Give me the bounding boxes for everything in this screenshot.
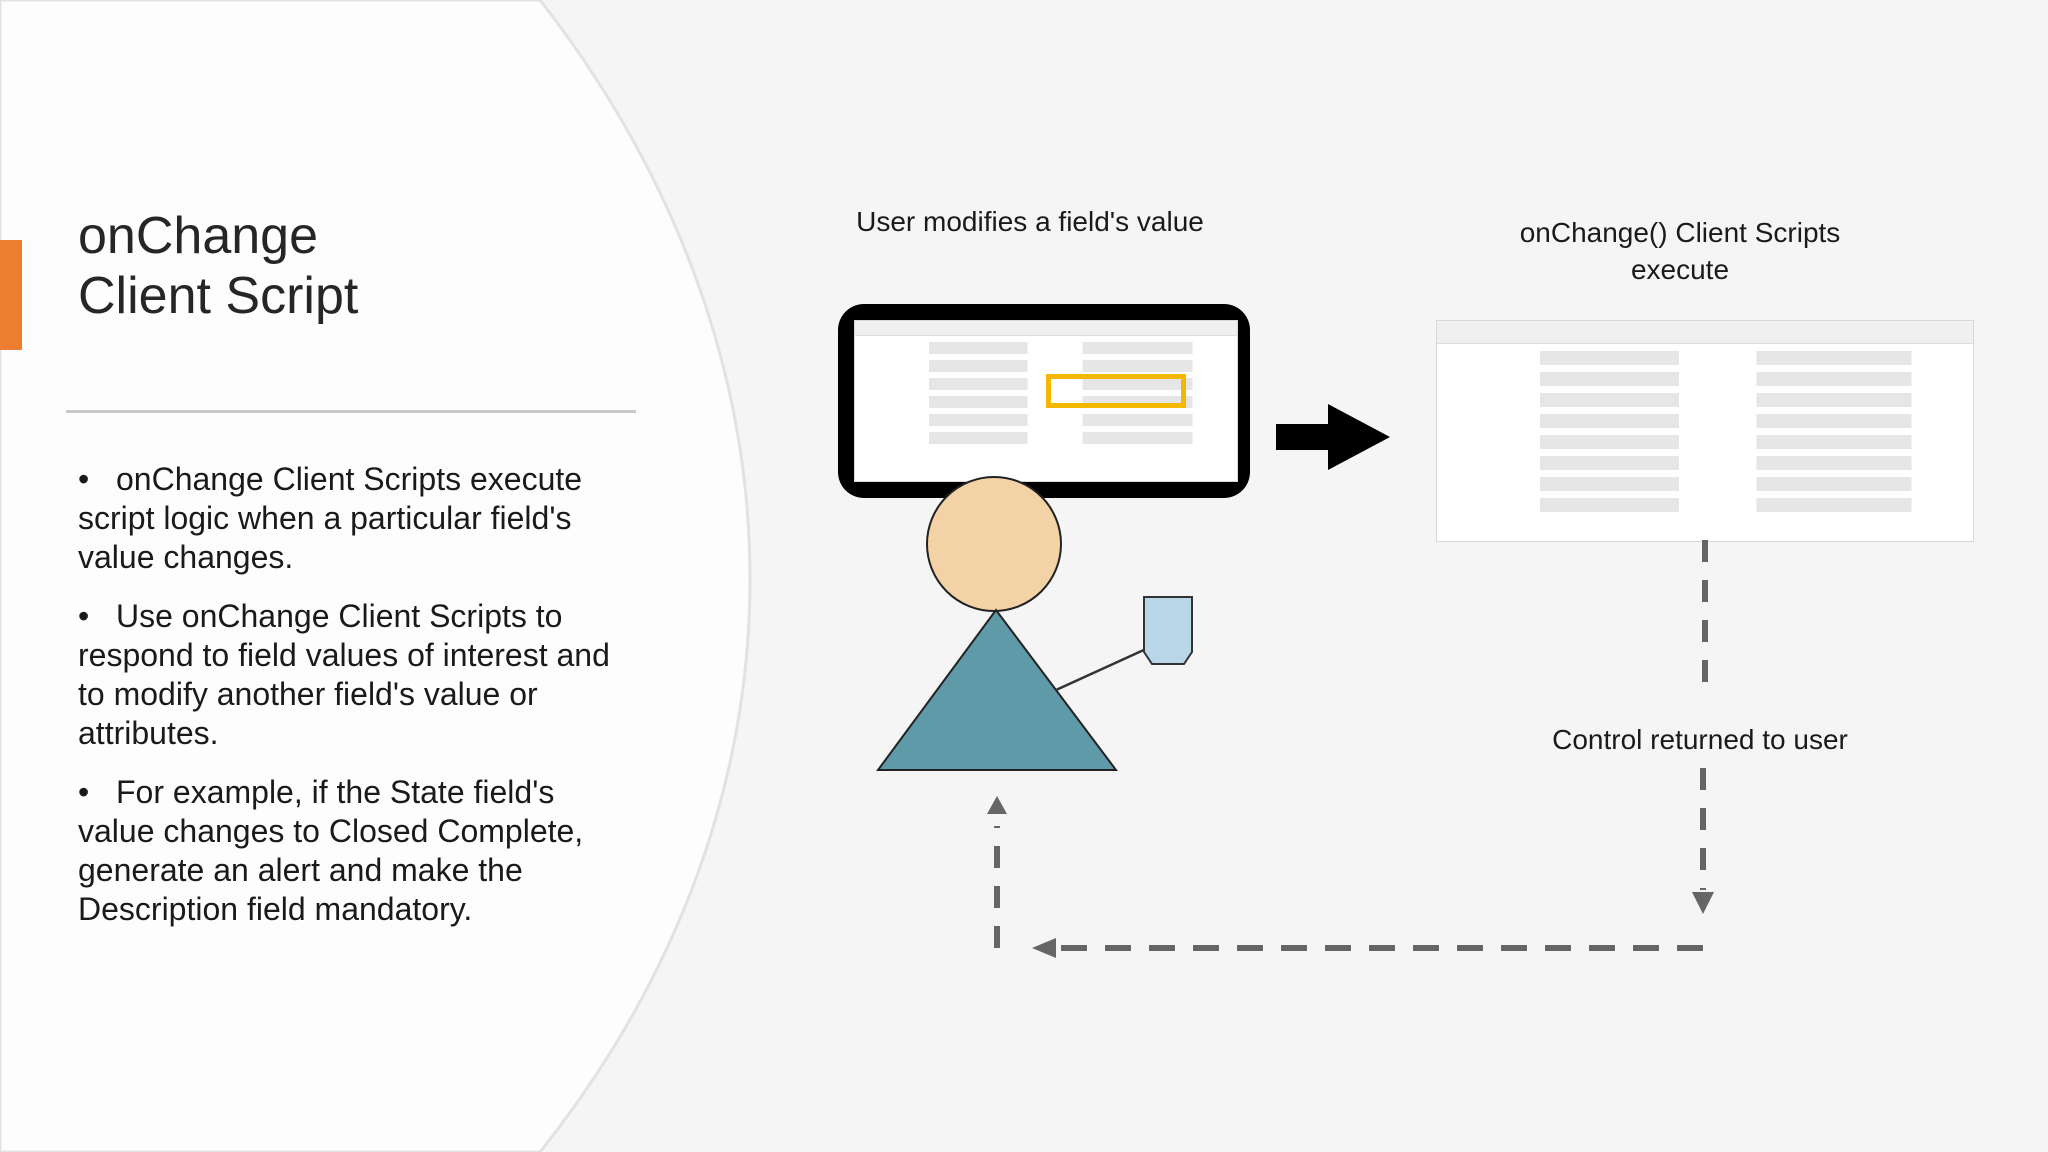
arrow-left-icon bbox=[1032, 938, 1056, 958]
slide-title: onChange Client Script bbox=[78, 206, 358, 326]
bullet-dot-icon: • bbox=[78, 598, 90, 634]
cup-icon bbox=[1143, 596, 1193, 665]
title-divider bbox=[66, 410, 636, 413]
title-line-1: onChange bbox=[78, 207, 318, 265]
title-line-2: Client Script bbox=[78, 267, 359, 325]
label-scripts-execute: onChange() Client Scripts execute bbox=[1460, 214, 1900, 288]
bullet-item: •onChange Client Scripts execute script … bbox=[78, 460, 638, 577]
person-arm bbox=[1055, 646, 1149, 692]
bullet-text: Use onChange Client Scripts to respond t… bbox=[78, 598, 610, 751]
arrow-down-icon bbox=[1692, 892, 1714, 914]
person-body bbox=[876, 608, 1118, 771]
label-control-returned: Control returned to user bbox=[1552, 724, 1848, 755]
bullet-item: •Use onChange Client Scripts to respond … bbox=[78, 597, 638, 753]
bullet-item: •For example, if the State field's value… bbox=[78, 773, 638, 929]
bullet-dot-icon: • bbox=[78, 774, 90, 810]
highlighted-field bbox=[1046, 374, 1186, 408]
form-screenshot bbox=[1436, 320, 1974, 542]
arrow-up-icon bbox=[987, 796, 1007, 814]
bullet-text: onChange Client Scripts execute script l… bbox=[78, 461, 583, 575]
label-scripts-line-1: onChange() Client Scripts bbox=[1519, 217, 1841, 248]
label-scripts-line-2: execute bbox=[1630, 254, 1730, 285]
label-user-modifies: User modifies a field's value bbox=[856, 206, 1204, 237]
person-head bbox=[926, 476, 1062, 612]
bullet-dot-icon: • bbox=[78, 461, 90, 497]
accent-bar bbox=[0, 240, 22, 350]
bullet-list: •onChange Client Scripts execute script … bbox=[78, 460, 638, 949]
bullet-text: For example, if the State field's value … bbox=[78, 774, 584, 927]
right-arrow-icon bbox=[1276, 404, 1390, 470]
